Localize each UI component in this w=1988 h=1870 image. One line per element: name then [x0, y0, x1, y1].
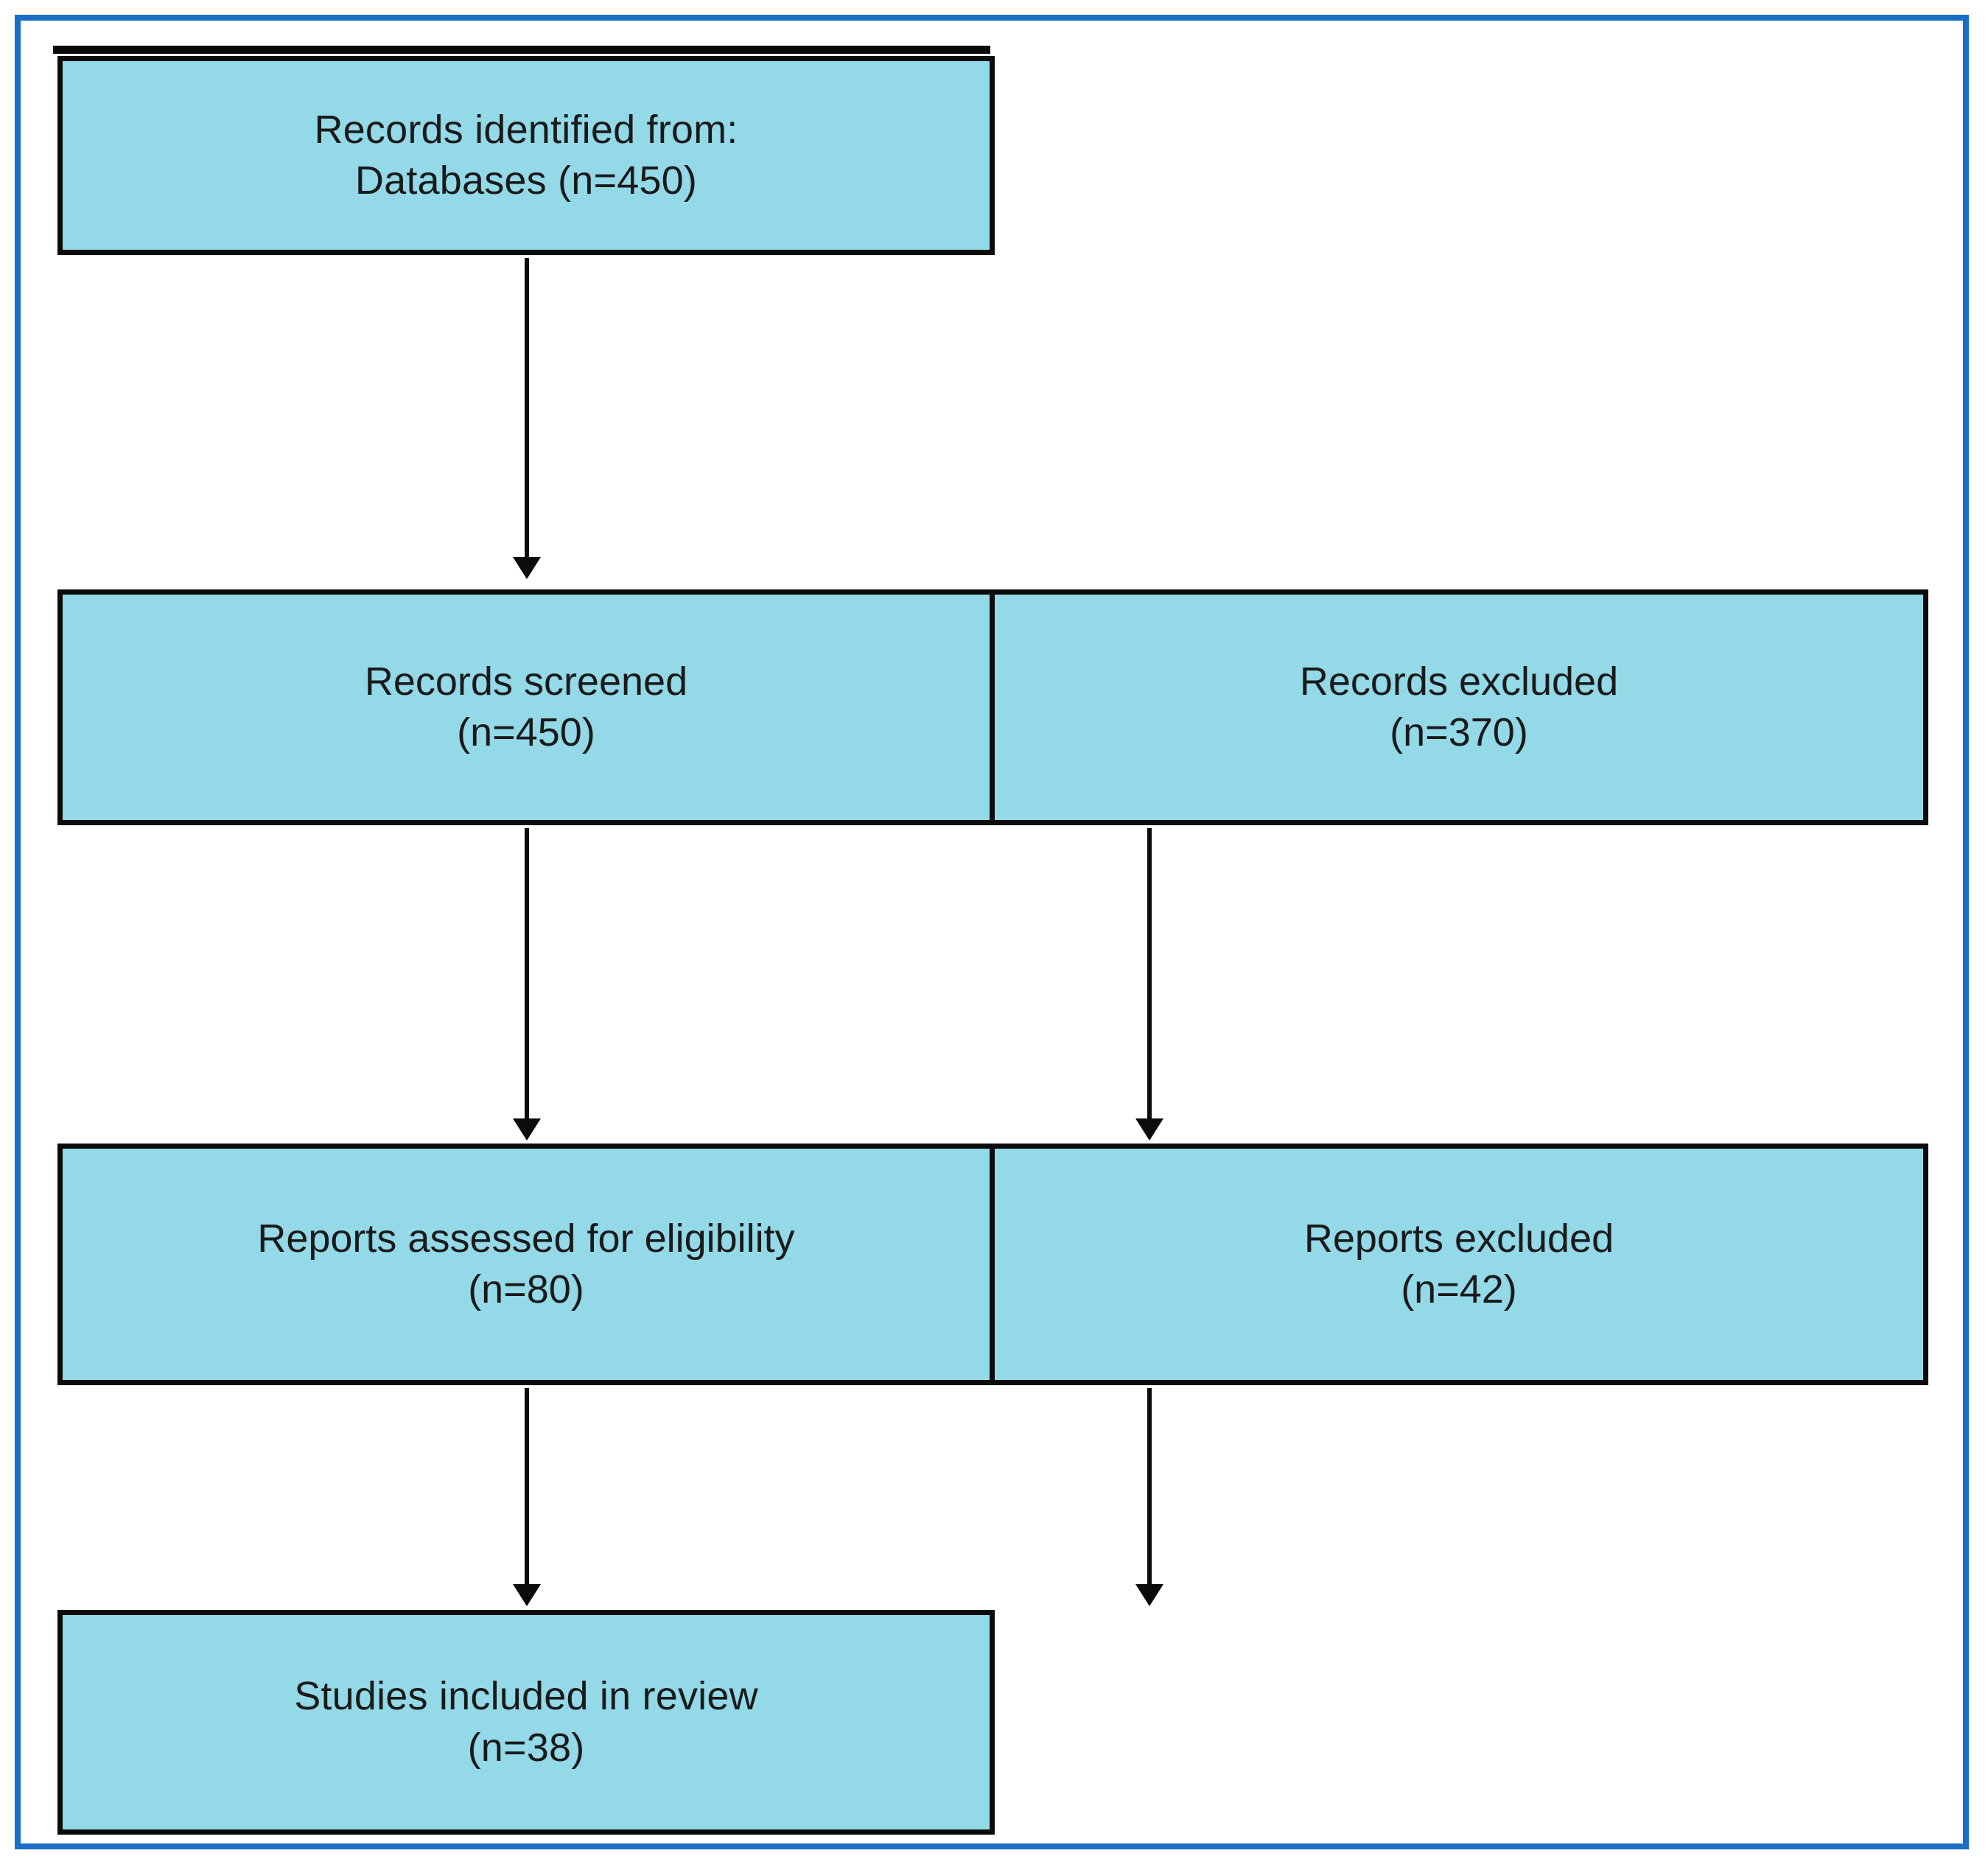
box-studies-included-label: Studies included in review (n=38)	[294, 1674, 758, 1770]
arrow-screened-to-assessed	[525, 828, 529, 1121]
arrow-assessed-to-included	[525, 1388, 529, 1587]
row-screening: Records screened (n=450) Records exclude…	[57, 589, 1928, 825]
box-reports-assessed-label: Reports assessed for eligibility (n=80)	[257, 1216, 795, 1312]
box-records-identified-label: Records identified from: Databases (n=45…	[314, 107, 738, 203]
diagram-outer-frame	[15, 15, 1969, 1849]
box-reports-excluded-label: Reports excluded (n=42)	[1303, 1216, 1614, 1312]
box-reports-assessed: Reports assessed for eligibility (n=80)	[63, 1149, 995, 1380]
box-records-screened: Records screened (n=450)	[63, 595, 995, 820]
box-reports-excluded: Reports excluded (n=42)	[995, 1149, 1923, 1380]
arrow-reports-excluded-terminal	[1147, 1388, 1152, 1587]
box-studies-included: Studies included in review (n=38)	[57, 1610, 995, 1835]
box-records-excluded-label: Records excluded (n=370)	[1299, 659, 1619, 754]
arrow-records-excluded-to-reports-excluded	[1147, 828, 1152, 1121]
arrow-identified-to-screened	[525, 258, 529, 560]
identification-top-rule	[53, 46, 990, 54]
box-records-excluded: Records excluded (n=370)	[995, 595, 1923, 820]
row-eligibility: Reports assessed for eligibility (n=80) …	[57, 1144, 1928, 1385]
box-records-identified: Records identified from: Databases (n=45…	[57, 56, 995, 255]
box-records-screened-label: Records screened (n=450)	[364, 659, 688, 754]
